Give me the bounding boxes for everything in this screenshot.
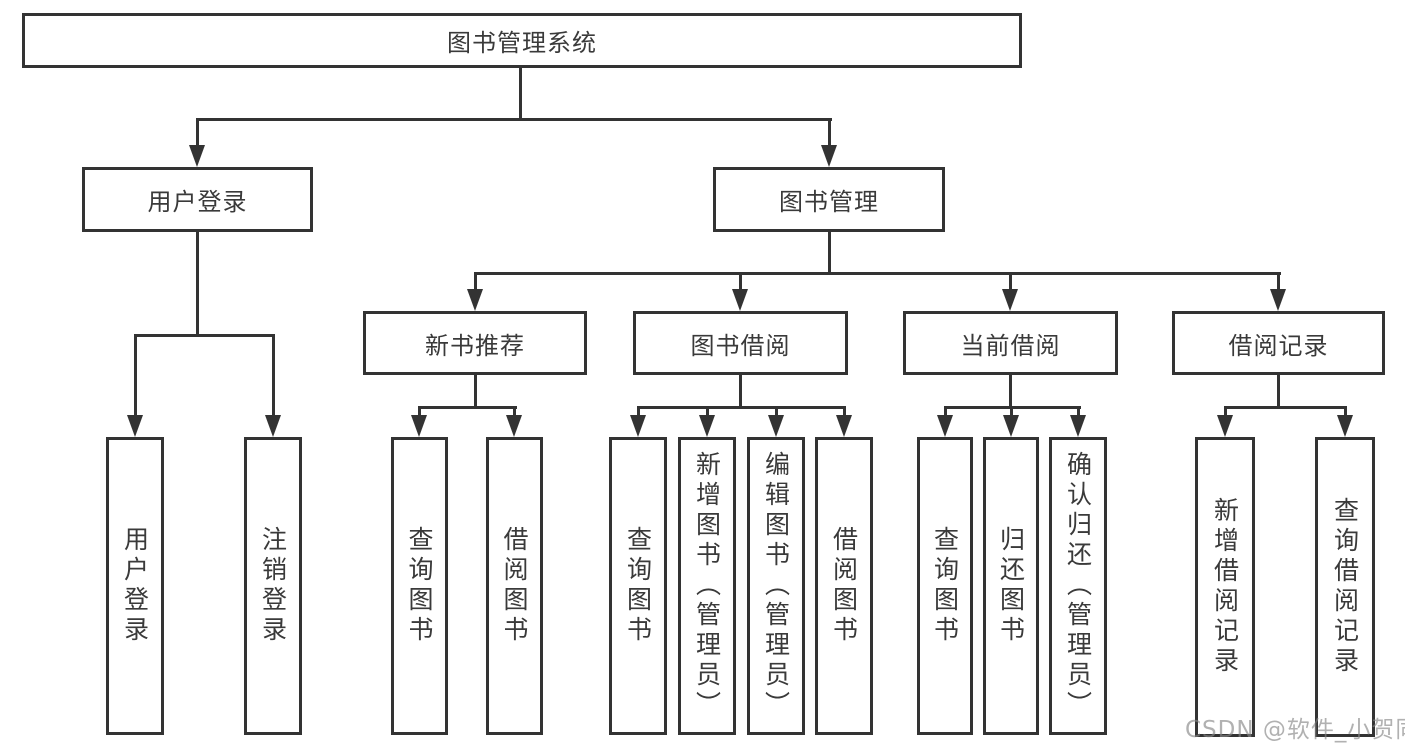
- leaf-borrow-books: 借阅图书: [486, 437, 543, 735]
- connector-line: [474, 272, 1281, 275]
- connector-line: [134, 334, 275, 337]
- arrow-down-icon: [506, 415, 522, 437]
- leaf-return-book: 归还图书: [983, 437, 1039, 735]
- node-label: 新书推荐: [425, 331, 525, 360]
- connector-line: [1277, 375, 1280, 408]
- connector-line: [1009, 272, 1012, 291]
- arrow-down-icon: [1217, 415, 1233, 437]
- watermark: CSDN @软件_小贺同学: [1185, 717, 1405, 743]
- arrow-down-icon: [127, 415, 143, 437]
- connector-line: [739, 375, 742, 408]
- leaf-label: 查询图书: [623, 526, 653, 646]
- arrow-down-icon: [1070, 415, 1086, 437]
- leaf-label: 新增借阅记录: [1210, 497, 1240, 677]
- node-book-management: 图书管理: [713, 167, 945, 232]
- node-borrowing-records: 借阅记录: [1172, 311, 1385, 375]
- node-label: 用户登录: [147, 188, 248, 216]
- node-library-management-system: 图书管理系统: [22, 13, 1022, 68]
- leaf-label: 归还图书: [996, 526, 1026, 646]
- arrow-down-icon: [1270, 289, 1286, 311]
- connector-line: [828, 232, 831, 272]
- leaf-edit-book-admin: 编辑图书（管理员）: [747, 437, 805, 735]
- leaf-query-books: 查询图书: [917, 437, 973, 735]
- node-label: 图书管理: [779, 188, 879, 216]
- leaf-user-login: 用户登录: [106, 437, 164, 735]
- connector-line: [637, 406, 846, 409]
- connector-line: [513, 406, 516, 418]
- connector-line: [1277, 272, 1280, 291]
- node-label: 当前借阅: [960, 331, 1061, 360]
- connector-line: [944, 406, 947, 418]
- leaf-add-borrow-record: 新增借阅记录: [1195, 437, 1255, 737]
- connector-line: [775, 406, 778, 418]
- arrow-down-icon: [732, 289, 748, 311]
- arrow-down-icon: [1002, 289, 1018, 311]
- connector-line: [519, 68, 522, 118]
- connector-line: [474, 375, 477, 408]
- leaf-confirm-return-admin: 确认归还（管理员）: [1049, 437, 1107, 735]
- connector-line: [828, 118, 831, 147]
- leaf-label: 确认归还（管理员）: [1063, 451, 1093, 721]
- leaf-borrow-books: 借阅图书: [815, 437, 873, 735]
- connector-line: [706, 406, 709, 418]
- arrow-down-icon: [467, 289, 483, 311]
- leaf-label: 编辑图书（管理员）: [761, 451, 791, 721]
- leaf-logout: 注销登录: [244, 437, 302, 735]
- connector-line: [1224, 406, 1347, 409]
- arrow-down-icon: [630, 415, 646, 437]
- node-label: 图书借阅: [690, 331, 791, 360]
- connector-line: [418, 406, 517, 409]
- connector-line: [196, 232, 199, 334]
- connector-line: [474, 272, 477, 291]
- leaf-label: 新增图书（管理员）: [692, 451, 722, 721]
- connector-line: [843, 406, 846, 418]
- connector-line: [739, 272, 742, 291]
- leaf-label: 查询借阅记录: [1330, 497, 1360, 677]
- leaf-query-books: 查询图书: [391, 437, 448, 735]
- connector-line: [196, 118, 199, 147]
- connector-line: [272, 334, 275, 416]
- arrow-down-icon: [1003, 415, 1019, 437]
- node-user-login: 用户登录: [82, 167, 313, 232]
- arrow-down-icon: [821, 145, 837, 167]
- leaf-label: 用户登录: [120, 526, 150, 646]
- leaf-label: 借阅图书: [829, 526, 859, 646]
- node-new-book-recommendation: 新书推荐: [363, 311, 587, 375]
- leaf-add-book-admin: 新增图书（管理员）: [678, 437, 736, 735]
- node-label: 图书管理系统: [447, 29, 597, 57]
- arrow-down-icon: [265, 415, 281, 437]
- connector-line: [1224, 406, 1227, 418]
- connector-line: [1009, 375, 1012, 408]
- leaf-query-books: 查询图书: [609, 437, 667, 735]
- connector-line: [1077, 406, 1080, 418]
- leaf-label: 查询图书: [930, 526, 960, 646]
- arrow-down-icon: [411, 415, 427, 437]
- leaf-label: 注销登录: [258, 526, 288, 646]
- leaf-label: 借阅图书: [500, 526, 529, 646]
- connector-line: [418, 406, 421, 418]
- arrow-down-icon: [768, 415, 784, 437]
- leaf-label: 查询图书: [405, 526, 434, 646]
- connector-line: [637, 406, 640, 418]
- node-current-borrowing: 当前借阅: [903, 311, 1118, 375]
- arrow-down-icon: [699, 415, 715, 437]
- arrow-down-icon: [836, 415, 852, 437]
- leaf-query-borrow-record: 查询借阅记录: [1315, 437, 1375, 737]
- arrow-down-icon: [189, 145, 205, 167]
- arrow-down-icon: [937, 415, 953, 437]
- node-label: 借阅记录: [1228, 331, 1329, 360]
- connector-line: [1010, 406, 1013, 418]
- connector-line: [134, 334, 137, 416]
- connector-line: [196, 118, 832, 121]
- node-book-borrowing: 图书借阅: [633, 311, 848, 375]
- connector-line: [1344, 406, 1347, 418]
- arrow-down-icon: [1337, 415, 1353, 437]
